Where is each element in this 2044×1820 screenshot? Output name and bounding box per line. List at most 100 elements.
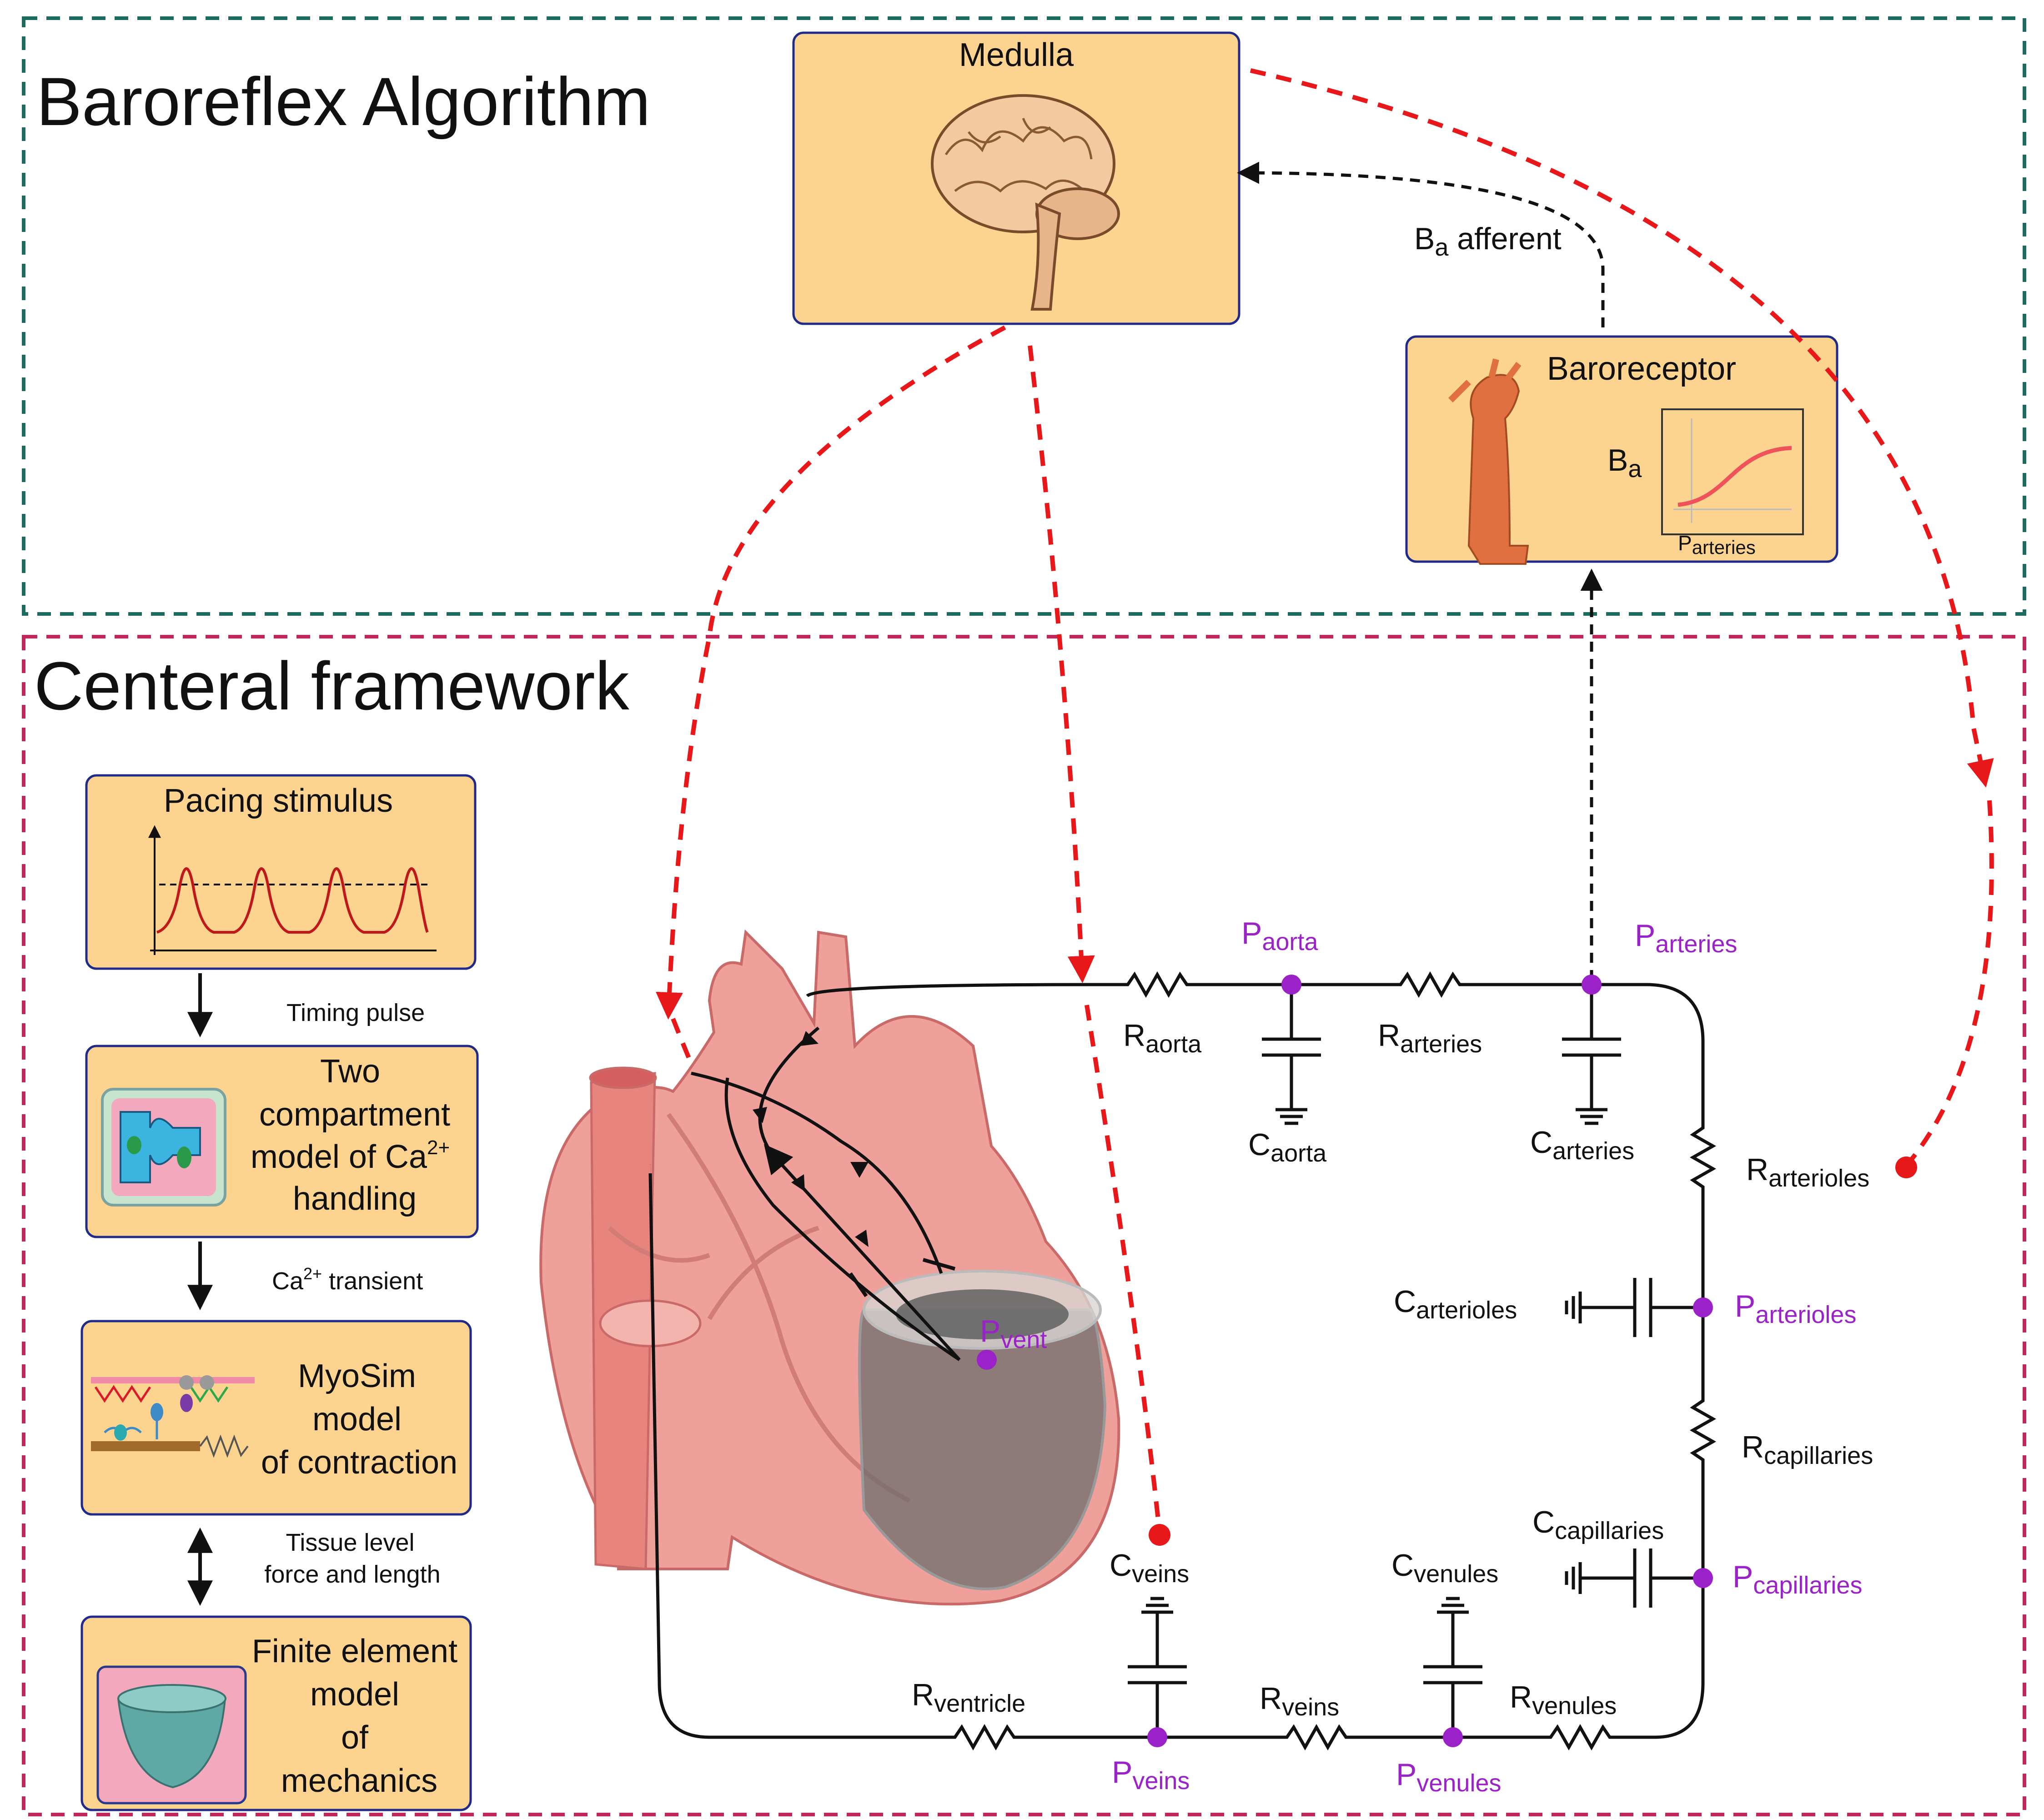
baro-curve-y-main: B <box>1607 443 1628 478</box>
svg-text:Parteries: Parteries <box>1678 531 1756 558</box>
P-veins-main: P <box>1112 1755 1132 1790</box>
pacing-trace <box>156 867 429 934</box>
R-veins-sub: veins <box>1282 1694 1339 1721</box>
svg-text:Rcapillaries: Rcapillaries <box>1742 1430 1873 1469</box>
medulla-box: Medulla <box>792 31 1240 325</box>
efferent-arrow-veins-tail <box>1085 1005 1162 1533</box>
P-arterioles-main: P <box>1735 1289 1755 1323</box>
ca-transient-sup: 2+ <box>303 1264 322 1283</box>
svg-text:Parterioles: Parterioles <box>1735 1289 1856 1328</box>
afferent-sub: a <box>1435 234 1449 261</box>
baroreceptor-box: Baroreceptor Ba Parteries <box>1405 335 1838 565</box>
capacitor-veins <box>1128 1597 1187 1737</box>
timing-label: Timing pulse <box>286 999 425 1026</box>
P-arteries-main: P <box>1635 918 1655 953</box>
red-node-arterioles <box>1895 1156 1917 1178</box>
circuit-up-arrow <box>650 1164 655 1501</box>
svg-text:Rventricle: Rventricle <box>912 1678 1025 1717</box>
svg-text:Cveins: Cveins <box>1110 1548 1189 1588</box>
myosim-line2: model <box>312 1401 402 1438</box>
svg-text:Pcapillaries: Pcapillaries <box>1733 1559 1862 1599</box>
node-vent <box>977 1350 997 1370</box>
svg-text:Ba: Ba <box>1607 443 1642 483</box>
svg-text:Pveins: Pveins <box>1112 1755 1190 1795</box>
C-veins-sub: veins <box>1132 1560 1189 1588</box>
C-capillaries-main: C <box>1532 1505 1555 1539</box>
efferent-arrow-veins <box>1028 345 1095 983</box>
afferent-main: B <box>1414 221 1435 256</box>
ca-transient-b: transient <box>322 1267 423 1295</box>
myosim-box: MyoSim model of contraction <box>80 1320 472 1516</box>
C-arteries-sub: arteries <box>1552 1137 1634 1165</box>
R-aorta-sub: aorta <box>1145 1031 1202 1058</box>
svg-text:Ca2+ transient: Ca2+ transient <box>272 1264 423 1295</box>
efferent-arrow-arterioles-tail <box>1906 800 1994 1166</box>
circulation-circuit <box>648 971 1717 1751</box>
node-arterioles <box>1693 1297 1713 1317</box>
svg-text:Paorta: Paorta <box>1241 916 1318 955</box>
svg-text:Ba afferent: Ba afferent <box>1414 221 1562 261</box>
efferent-arrow-arterioles <box>1250 68 1994 788</box>
red-node-veins <box>1149 1524 1170 1546</box>
two-comp-line1: Two <box>320 1053 380 1090</box>
svg-text:Rarteries: Rarteries <box>1378 1018 1482 1058</box>
heart-illustration <box>539 929 1120 1606</box>
afferent-rest: afferent <box>1448 221 1561 256</box>
R-ventricle-sub: ventricle <box>934 1690 1025 1717</box>
two-comp-line4: handling <box>293 1181 417 1217</box>
circuit-top-wire <box>648 971 1717 1751</box>
svg-text:Raorta: Raorta <box>1123 1018 1202 1058</box>
finite-element-box: Finite element model of mechanics <box>80 1615 472 1811</box>
node-veins <box>1147 1727 1167 1747</box>
baroreflex-section-frame <box>22 16 2026 616</box>
svg-text:Rvenules: Rvenules <box>1510 1680 1617 1719</box>
efferent-arrow-heart <box>656 325 1006 1020</box>
ventricle-mesh-icon <box>117 1684 226 1789</box>
fem-line4: mechanics <box>281 1763 437 1799</box>
flow-vent-to-aorta <box>758 1026 961 1361</box>
C-arteries-main: C <box>1530 1125 1552 1160</box>
R-arterioles-main: R <box>1746 1152 1768 1187</box>
R-capillaries-sub: capillaries <box>1764 1442 1873 1469</box>
P-aorta-main: P <box>1241 916 1262 950</box>
two-compartment-box: Two compartment model of Ca2+ handling <box>85 1045 479 1238</box>
svg-text:Rarterioles: Rarterioles <box>1746 1152 1869 1192</box>
P-capillaries-main: P <box>1733 1559 1753 1594</box>
R-venules-sub: venules <box>1532 1692 1617 1719</box>
R-capillaries-main: R <box>1742 1430 1764 1464</box>
svg-text:Cvenules: Cvenules <box>1391 1548 1498 1588</box>
two-comp-line2: compartment <box>259 1096 450 1133</box>
framework-section-frame <box>22 635 2026 1816</box>
C-aorta-sub: aorta <box>1271 1140 1327 1167</box>
medulla-title: Medulla <box>959 37 1074 73</box>
fem-line2: model <box>310 1676 399 1713</box>
P-vent-main: P <box>980 1314 1000 1348</box>
fem-line3: of <box>341 1719 369 1756</box>
pacing-stimulus-box: Pacing stimulus <box>85 774 477 970</box>
R-arterioles-sub: arterioles <box>1768 1165 1869 1192</box>
pacing-title: Pacing stimulus <box>164 783 393 819</box>
C-aorta-main: C <box>1248 1127 1271 1162</box>
flow-into-vent <box>691 1071 943 1274</box>
afferent-arrow <box>1237 161 1605 327</box>
baro-curve-x-sub: arteries <box>1692 537 1756 558</box>
P-venules-main: P <box>1396 1757 1416 1792</box>
capacitor-aorta <box>1262 985 1321 1125</box>
node-arteries <box>1582 975 1602 995</box>
svg-text:Parteries: Parteries <box>1635 918 1737 958</box>
C-venules-sub: venules <box>1414 1560 1498 1588</box>
cell-icon <box>101 1088 226 1207</box>
C-venules-main: C <box>1391 1548 1414 1583</box>
P-aorta-sub: aorta <box>1262 928 1318 955</box>
node-capillaries <box>1693 1568 1713 1588</box>
tissue-line1: Tissue level <box>286 1529 414 1556</box>
capacitor-venules <box>1423 1597 1482 1737</box>
svg-text:Ccapillaries: Ccapillaries <box>1532 1505 1664 1544</box>
baroreceptor-title: Baroreceptor <box>1547 351 1736 387</box>
sigmoid-curve <box>1677 446 1792 507</box>
flow-vent-to-lungs <box>724 1077 960 1361</box>
capacitor-capillaries <box>1565 1549 1703 1608</box>
svg-text:Carteries: Carteries <box>1530 1125 1634 1165</box>
C-capillaries-sub: capillaries <box>1555 1517 1664 1544</box>
myosim-line3: of contraction <box>261 1444 457 1481</box>
